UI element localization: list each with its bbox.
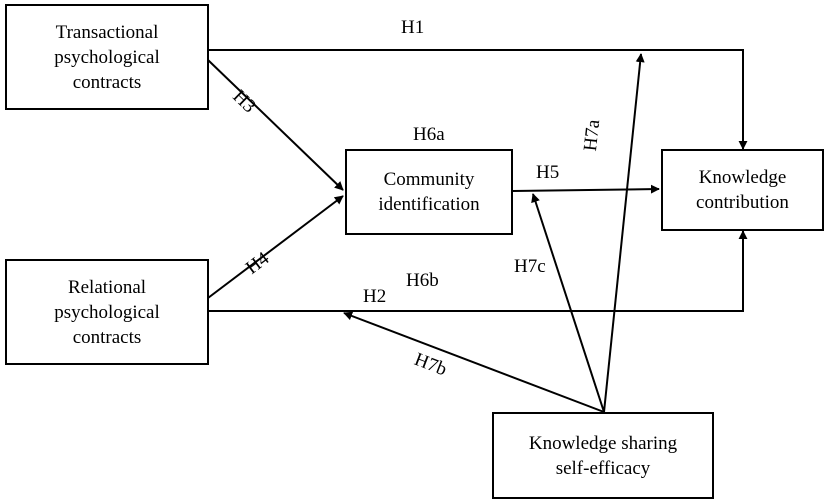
node-knowledge-contribution-label: Knowledge contribution xyxy=(696,167,789,213)
node-community-label: Community identification xyxy=(378,169,480,215)
node-transactional-contracts: Transactional psychological contracts xyxy=(5,4,209,110)
node-relational-contracts: Relational psychological contracts xyxy=(5,259,209,365)
label-h1: H1 xyxy=(401,17,425,38)
node-transactional-label: Transactional psychological contracts xyxy=(54,21,160,93)
arrow-h7c xyxy=(531,193,605,413)
arrow-h1 xyxy=(208,49,748,150)
arrow-h3 xyxy=(207,59,344,191)
node-knowledge-sharing-self-efficacy: Knowledge sharing self-efficacy xyxy=(492,412,714,499)
node-self-efficacy-label: Knowledge sharing self-efficacy xyxy=(528,432,678,479)
arrow-h4 xyxy=(207,195,344,299)
label-h7a: H7a xyxy=(580,118,605,153)
label-h6b: H6b xyxy=(406,270,439,291)
label-h2: H2 xyxy=(363,286,387,307)
node-community-identification: Community identification xyxy=(345,149,513,235)
node-knowledge-contribution: Knowledge contribution xyxy=(661,149,824,231)
label-h5: H5 xyxy=(536,162,560,183)
arrow-h7a xyxy=(603,53,645,413)
node-relational-label: Relational psychological contracts xyxy=(54,276,160,348)
arrow-h2 xyxy=(208,230,748,312)
label-h7c: H7c xyxy=(514,256,546,277)
arrow-h7b xyxy=(343,311,605,413)
arrow-h5 xyxy=(512,184,660,194)
label-h6a: H6a xyxy=(413,124,445,145)
